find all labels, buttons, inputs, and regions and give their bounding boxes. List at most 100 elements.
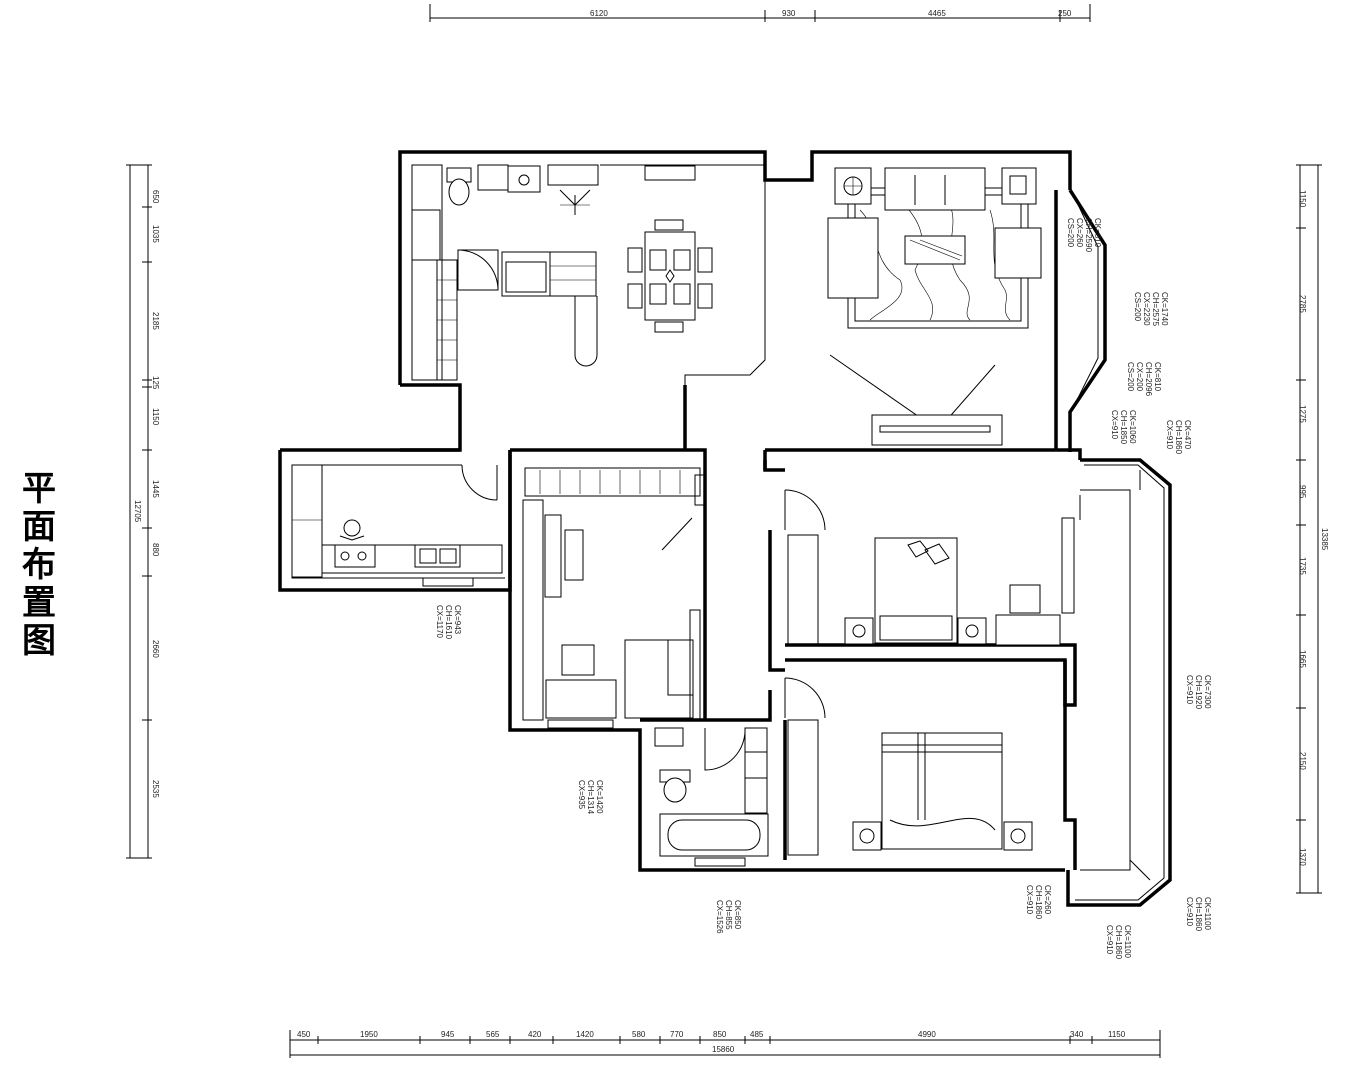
window-label-2-line2: CH=2575	[1151, 292, 1160, 327]
secondary-bedroom	[784, 489, 1075, 646]
left-dim-3: 2185	[151, 312, 160, 330]
top-dim-2: 930	[782, 9, 796, 18]
l-sofa	[624, 639, 694, 719]
bottom-dim-4: 565	[486, 1030, 500, 1039]
window-label-2-line3: CX=2230	[1142, 292, 1151, 326]
right-dim-1: 1150	[1298, 190, 1307, 208]
master-bedroom	[784, 677, 1033, 856]
top-dim-4: 250	[1058, 9, 1072, 18]
left-dim-total: 12705	[133, 500, 142, 523]
window-label-6-line3: CX=1170	[435, 605, 444, 639]
bottom-dim-2: 1950	[360, 1030, 378, 1039]
title-char-1: 平	[22, 469, 56, 509]
right-dim-7: 2150	[1298, 752, 1307, 770]
bottom-dim-13: 1150	[1108, 1030, 1126, 1039]
bottom-dim-10: 485	[750, 1030, 764, 1039]
bath-sink-icon	[744, 751, 768, 779]
desk	[545, 679, 617, 719]
living-room-furniture	[827, 167, 1042, 446]
window-label-11-line3: CX=910	[1185, 897, 1194, 927]
window-label-1-line3: CX=260	[1075, 218, 1084, 248]
right-dim-3: 1275	[1298, 405, 1307, 423]
sink-icon	[507, 165, 541, 193]
window-label-3-line3: CX=200	[1135, 362, 1144, 392]
sofa	[884, 167, 986, 211]
bottom-dimension-line: 450 1950 945 565 420 1420 580 770 850 48…	[289, 1030, 1161, 1058]
window-label-9-line2: CH=1860	[1034, 885, 1043, 920]
window-label-10-line3: CX=910	[1105, 925, 1114, 955]
right-dimension-line: 1150 2785 1275 995 1735 1665 2150 1370 1…	[1296, 164, 1329, 894]
exterior-walls	[278, 150, 1172, 907]
top-dimension-line: 6120 930 4465 250	[429, 4, 1091, 22]
bottom-dim-9: 850	[713, 1030, 727, 1039]
double-bed	[881, 732, 1003, 850]
right-dim-total: 13385	[1320, 528, 1329, 551]
bottom-dim-5: 420	[528, 1030, 542, 1039]
window-label-8-line1: CK=850	[733, 900, 742, 930]
right-dim-2: 2785	[1298, 295, 1307, 313]
nightstand-right	[957, 617, 987, 645]
double-sink-icon	[414, 544, 461, 568]
window-label-2-line1: CK=1740	[1160, 292, 1169, 326]
window-label-4-line1: CK=1060	[1128, 410, 1137, 444]
armchair-left	[827, 217, 879, 299]
top-dim-1: 6120	[590, 9, 608, 18]
study-room	[522, 467, 706, 729]
window-label-4-line2: CH=1850	[1119, 410, 1128, 445]
bottom-dim-7: 580	[632, 1030, 646, 1039]
bottom-dim-6: 1420	[576, 1030, 594, 1039]
left-dim-2: 1035	[151, 225, 160, 243]
left-dim-8: 2660	[151, 640, 160, 658]
bottom-dim-11: 4990	[918, 1030, 936, 1039]
left-dim-7: 880	[151, 543, 160, 557]
title-char-2: 面	[22, 507, 56, 547]
right-dim-8: 1370	[1298, 848, 1307, 866]
window-label-8-line3: CX=1526	[715, 900, 724, 934]
plan-title: 平 面 布 置 图	[22, 469, 56, 661]
side-table-phone-right	[1001, 167, 1037, 205]
tv-cabinet	[871, 414, 1003, 446]
left-dim-9: 2535	[151, 780, 160, 798]
right-dim-4: 995	[1298, 485, 1307, 499]
left-dim-1: 650	[151, 190, 160, 204]
window-label-11-line2: CH=1860	[1194, 897, 1203, 932]
window-label-12-line3: CX=910	[1185, 675, 1194, 705]
bottom-dim-total: 15860	[712, 1045, 735, 1054]
armchair-right	[994, 227, 1042, 279]
window-label-3-line4: CS=200	[1126, 362, 1135, 392]
window-label-6-line1: CK=943	[453, 605, 462, 635]
title-char-3: 布	[22, 545, 56, 585]
study-desk	[995, 614, 1061, 646]
window-label-1-line4: CS=200	[1066, 218, 1075, 248]
kitchen-area	[411, 164, 599, 381]
title-char-4: 置	[22, 583, 56, 623]
dining-table	[644, 231, 696, 321]
bottom-dim-1: 450	[297, 1030, 311, 1039]
window-label-1-line1: CK=810	[1093, 218, 1102, 248]
left-dim-6: 1445	[151, 480, 160, 498]
window-label-6-line2: CH=1610	[444, 605, 453, 640]
window-label-2-line4: CS=200	[1133, 292, 1142, 322]
window-label-7-line1: CK=1420	[595, 780, 604, 814]
window-label-9-line3: CX=910	[1025, 885, 1034, 915]
utility-room	[291, 464, 503, 587]
left-dimension-line: 650 1035 2185 125 1150 1445 880 2660 253…	[126, 164, 160, 859]
window-label-5-line1: CK=470	[1183, 420, 1192, 450]
window-label-5-line3: CX=910	[1165, 420, 1174, 450]
dining-table-set	[627, 165, 713, 333]
window-label-10-line2: CH=1860	[1114, 925, 1123, 960]
master-nightstand-left	[852, 821, 882, 851]
window-label-3-line1: CK=810	[1153, 362, 1162, 392]
window-label-8-line2: CH=855	[724, 900, 733, 930]
window-label-7-line2: CH=1314	[586, 780, 595, 815]
title-char-5: 图	[22, 621, 56, 661]
top-dim-3: 4465	[928, 9, 946, 18]
piano	[544, 514, 562, 598]
window-label-7-line3: CX=935	[577, 780, 586, 810]
window-labels: CK=810 CH=2590 CX=260 CS=200 CK=1740 CH=…	[435, 218, 1212, 960]
window-label-12-line1: CK=7300	[1203, 675, 1212, 709]
stove-icon	[334, 544, 376, 568]
window-label-11-line1: CK=1100	[1203, 897, 1212, 931]
right-dim-6: 1665	[1298, 650, 1307, 668]
